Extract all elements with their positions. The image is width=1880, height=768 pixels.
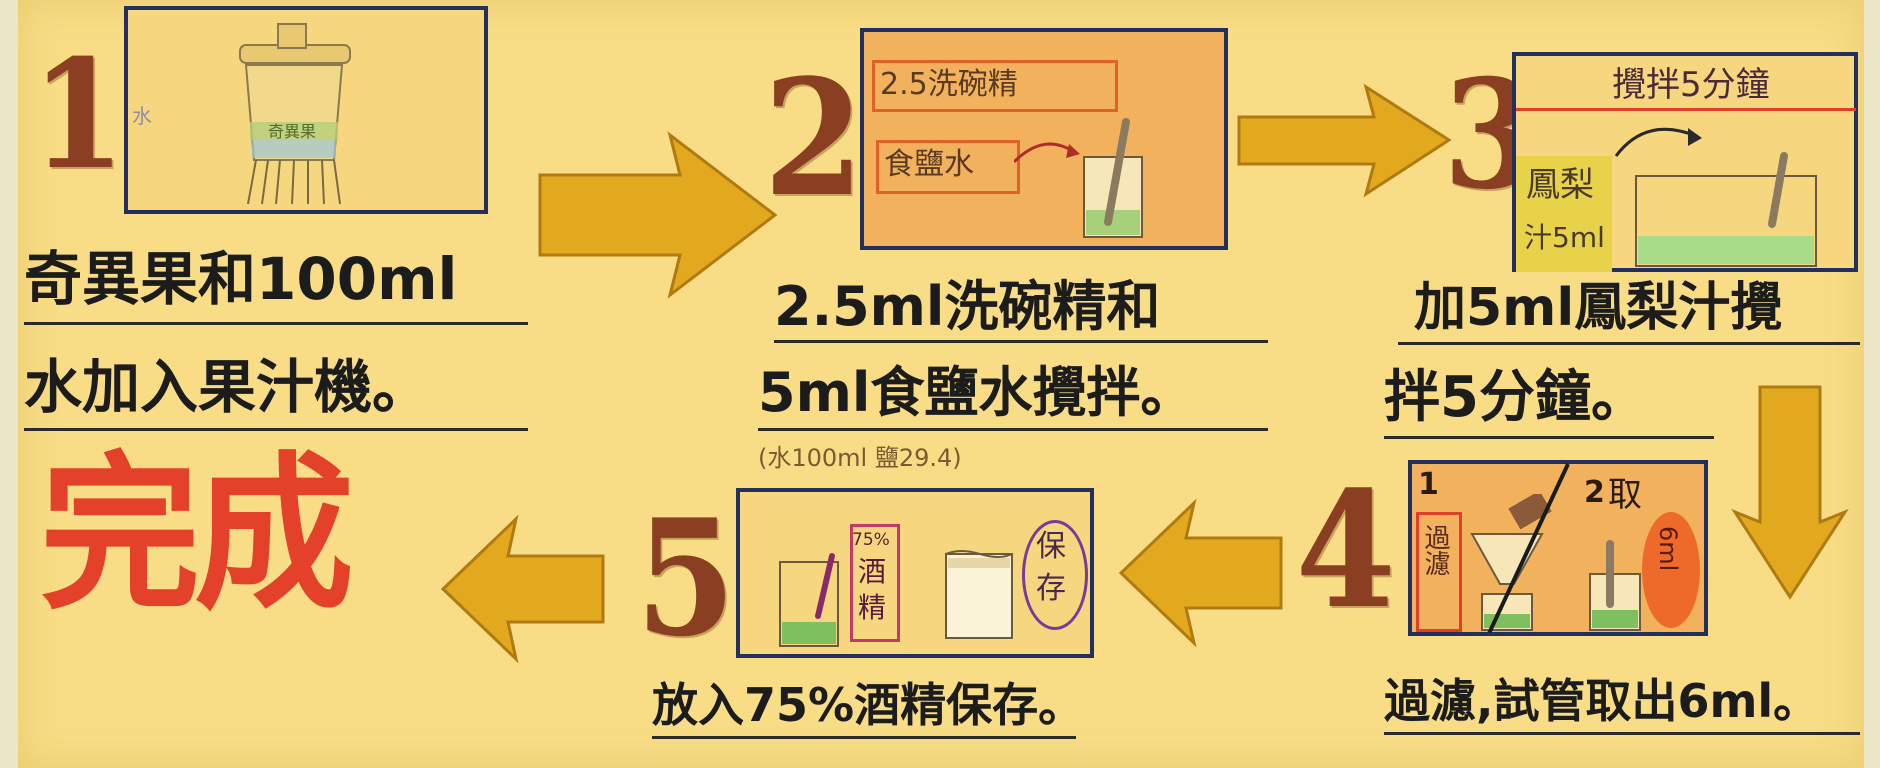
step-3-pineapple-label: 鳳梨 [1526,165,1594,205]
step-4-substep-2: 2 [1584,475,1605,510]
step-3-stir-label: 攪拌5分鐘 [1612,65,1770,105]
step-1-underline-1 [24,322,528,325]
step-2-caption-line1: 2.5ml洗碗精和 [774,275,1161,338]
step-3-juice-label: 汁5ml [1524,221,1605,254]
step-1-caption-line1: 奇異果和100ml [24,245,458,313]
step-4-funnel-drawing [1470,494,1552,631]
arrow-right-icon [1234,82,1454,202]
step-2-number: 2 [763,44,864,232]
step-4-filter-frame [1416,512,1462,632]
step-4-volume-label: 6ml [1654,526,1682,572]
step-2-caption-line2: 5ml食鹽水攪拌。 [758,361,1195,424]
step-3-underline-1 [1398,342,1860,345]
step-2-soap-label: 2.5洗碗精 [880,67,1018,102]
step-1-water-label: 水 [132,104,152,128]
step-5-number: 5 [635,484,736,672]
step-4-take-label: 取 [1608,475,1642,515]
step-3-red-line [1516,108,1856,111]
arrow-left-icon [438,514,608,664]
arrow-right-icon [530,130,780,300]
step-1-number: 1 [31,27,126,203]
step-3-illustration: 攪拌5分鐘 鳳梨 汁5ml [1512,52,1858,272]
step-2-saltwater-frame [876,140,1020,194]
step-3-pineapple-block [1516,156,1612,272]
step-5-tube-drawing [779,553,839,647]
blender-drawing [239,23,351,205]
step-4-number: 4 [1295,456,1396,644]
step-5-save-oval [1022,520,1088,630]
step-5-alcohol-frame [850,524,900,642]
step-5-alcohol-char1: 酒 [858,555,887,588]
step-2-saltwater-label: 食鹽水 [884,147,974,182]
step-2-note: (水100ml 鹽29.4) [758,444,962,472]
step-3-caption-line1: 加5ml鳳梨汁攪 [1414,278,1783,338]
step-2-underline-1 [774,340,1268,343]
step-1-caption-line2: 水加入果汁機。 [24,353,431,421]
step-2-beaker-drawing [1014,118,1143,238]
step-1-kiwi-label: 奇異果 [268,122,317,141]
step-4-orange-oval [1642,512,1700,628]
step-4-substep-1: 1 [1418,467,1439,502]
step-2-illustration: 2.5洗碗精 食鹽水 [860,28,1228,250]
step-5-save-char2: 存 [1036,571,1066,606]
step-2-underline-2 [758,428,1268,431]
step-3-underline-2 [1384,436,1714,439]
step-5-caption: 放入75%酒精保存。 [652,678,1085,732]
arrow-left-icon [1116,498,1286,648]
step-5-percent-label: 75% [852,530,890,550]
step-5-underline [652,736,1076,739]
step-5-illustration: 75% 酒 精 保 存 [736,488,1094,658]
step-3-beaker-drawing [1614,127,1817,267]
step-5-jar-drawing [945,550,1013,639]
step-5-alcohol-char2: 精 [858,591,887,624]
done-label: 完成 [40,436,354,633]
step-4-caption: 過濾,試管取出6ml。 [1384,674,1820,728]
step-4-illustration: 1 過濾 2 取 6ml [1408,460,1708,636]
poster: 1 水 奇異果 奇異果和100ml 水加入果汁機。 2 2.5洗碗精 [18,0,1864,768]
step-4-tube-drawing [1589,540,1641,631]
step-1-underline-2 [24,428,528,431]
step-2-soap-frame [872,60,1118,112]
arrow-down-icon [1730,382,1850,602]
step-1-illustration: 水 奇異果 [124,6,488,214]
step-5-save-char1: 保 [1036,529,1066,564]
step-4-filter-label: 過濾 [1420,524,1450,576]
step-3-caption-line2: 拌5分鐘。 [1384,365,1647,430]
step-4-underline [1384,732,1860,735]
